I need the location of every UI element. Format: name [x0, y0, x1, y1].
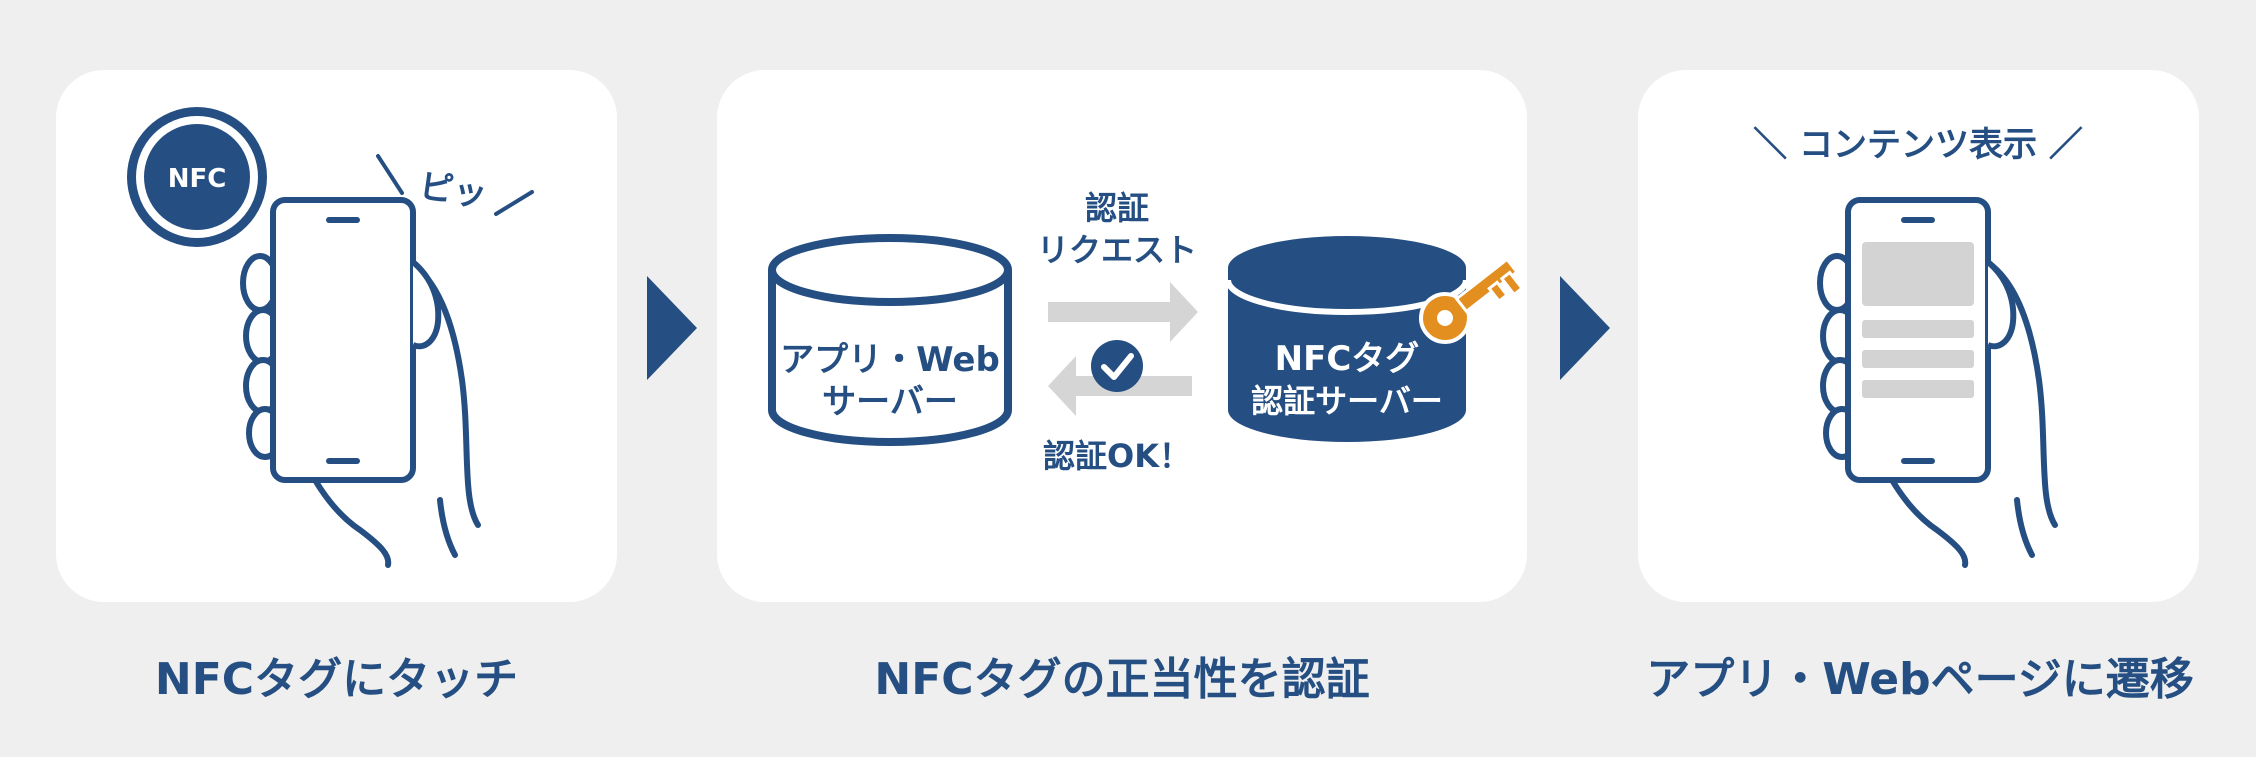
request-label-line1: 認証 [1085, 189, 1149, 227]
app-server-label-line1: アプリ・Web [780, 340, 1000, 380]
smartphone-icon [270, 197, 416, 483]
nfc-badge-icon: NFC [127, 107, 267, 247]
auth-server-label-line2: 認証サーバー [1251, 382, 1443, 420]
content-image-placeholder [1862, 242, 1974, 306]
step-2-caption: NFCタグの正当性を認証 [874, 654, 1370, 705]
sound-effect-text: ピッ [417, 166, 490, 215]
content-line-placeholder [1862, 380, 1974, 398]
right-arrow-icon [1048, 282, 1198, 342]
chevron-right-icon [647, 276, 697, 380]
step-3-caption: アプリ・Webページに遷移 [1646, 654, 2194, 705]
auth-server-label-line1: NFCタグ [1275, 339, 1420, 379]
auth-result-label: 認証OK！ [1043, 437, 1191, 475]
content-line-placeholder [1862, 350, 1974, 368]
step-2-illustration: アプリ・Web サーバー NFCタグ 認証サーバー 認証 リクエスト [768, 189, 1525, 475]
app-server-label-line2: サーバー [822, 382, 958, 422]
step-1-illustration: NFC ピッ [127, 107, 534, 568]
sound-effect: ピッ [376, 154, 534, 216]
nfc-badge-label: NFC [168, 164, 227, 194]
thumb-shape [411, 259, 442, 350]
chevron-right-icon [1560, 276, 1610, 380]
database-icon [768, 234, 1012, 446]
content-line-placeholder [1862, 320, 1974, 338]
step-1-caption: NFCタグにタッチ [154, 654, 519, 705]
checkmark-icon [1091, 340, 1143, 392]
key-icon [1419, 257, 1525, 344]
step-3-illustration: ＼ コンテンツ表示 ／ [1753, 125, 2083, 568]
smartphone-icon [1845, 197, 1991, 483]
thumb-shape [1986, 259, 2017, 350]
content-display-label: ＼ コンテンツ表示 ／ [1753, 125, 2083, 165]
request-label-line2: リクエスト [1037, 231, 1197, 269]
